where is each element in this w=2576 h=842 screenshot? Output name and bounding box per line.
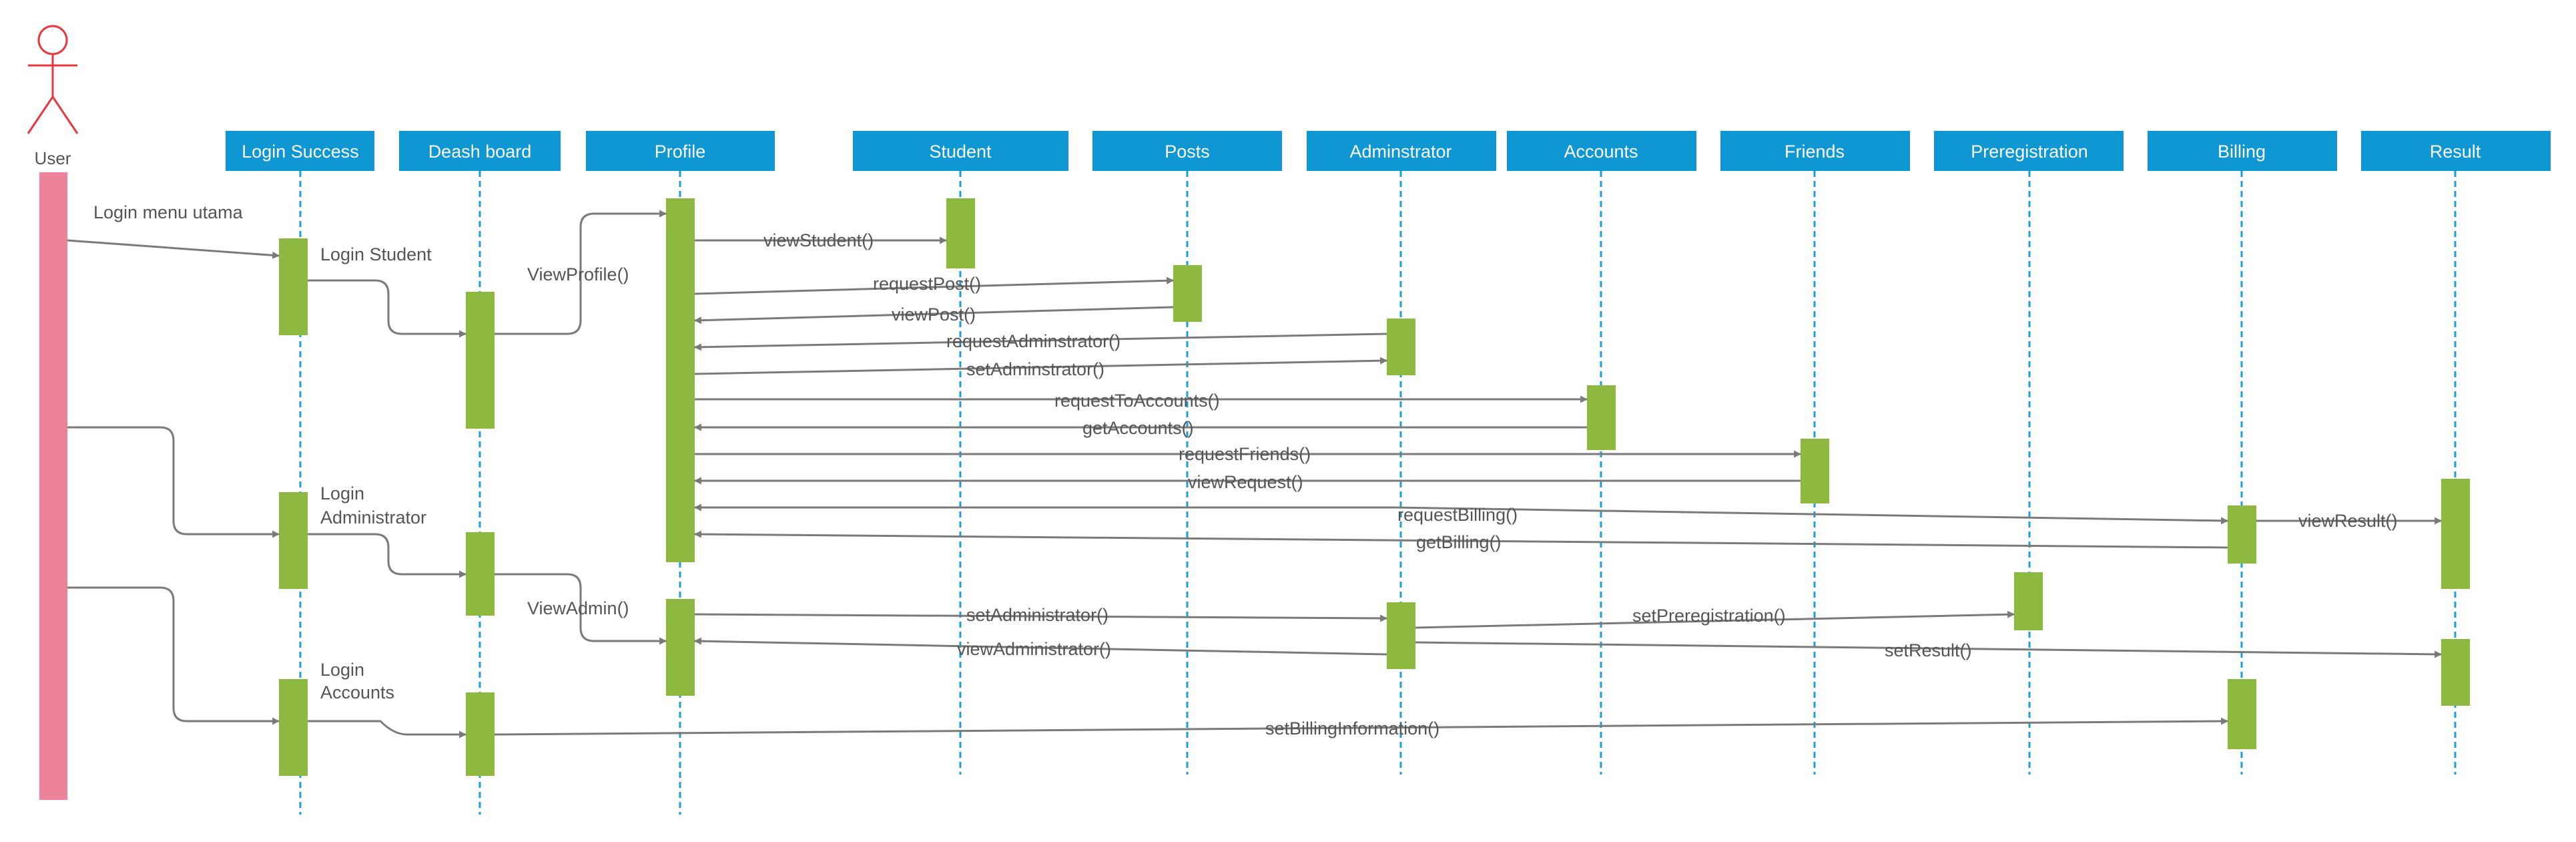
- arrow-login-student: [308, 279, 467, 338]
- label-request-adminstrator: requestAdminstrator(): [946, 331, 1120, 351]
- header-login-success: [226, 131, 374, 171]
- header-label-result: Result: [2430, 142, 2481, 162]
- label-view-student: viewStudent(): [763, 230, 874, 250]
- label-get-billing: getBilling(): [1416, 532, 1502, 552]
- arrow-view-admin: [495, 573, 667, 645]
- arrow-login-administrator-to-dashboard: [308, 533, 467, 578]
- actor-user: User: [27, 25, 79, 800]
- arrow-view-administrator: [693, 637, 1387, 656]
- activation-billing-2: [2228, 679, 2256, 749]
- label-set-administrator: setAdministrator(): [966, 605, 1108, 625]
- arrow-set-preregistration: [1415, 610, 2015, 629]
- activation-result-1: [2441, 479, 2470, 589]
- header-label-dashboard: Deash board: [428, 142, 532, 162]
- header-label-adminstrator: Adminstrator: [1349, 142, 1452, 162]
- arrow-view-post: [693, 306, 1174, 325]
- arrow-set-adminstrator: [694, 357, 1388, 375]
- activation-profile-1: [666, 198, 695, 562]
- label-request-friends: requestFriends(): [1179, 444, 1311, 464]
- activation-adminstrator-2: [1387, 602, 1415, 669]
- activation-dashboard-1: [466, 292, 495, 429]
- header-billing: [2148, 131, 2337, 171]
- activation-billing-1: [2228, 505, 2256, 564]
- label-login-accounts-line1: Login: [320, 660, 364, 680]
- activation-login-success-2: [279, 492, 308, 589]
- header-label-accounts: Accounts: [1564, 142, 1638, 162]
- activation-profile-2: [666, 599, 695, 696]
- activation-accounts: [1587, 385, 1616, 450]
- label-view-request: viewRequest(): [1188, 472, 1303, 492]
- stick-figure-icon: [27, 25, 79, 134]
- label-request-billing: requestBilling(): [1397, 505, 1518, 525]
- arrow-login-menu-utama: [67, 239, 280, 259]
- label-set-preregistration: setPreregistration(): [1632, 606, 1786, 626]
- label-view-result: viewResult(): [2298, 511, 2398, 531]
- label-login-administrator-line2: Administrator: [320, 507, 426, 528]
- header-label-login-success: Login Success: [242, 142, 359, 162]
- label-set-billing-information: setBillingInformation(): [1265, 718, 1439, 739]
- label-set-result: setResult(): [1885, 640, 1972, 660]
- label-login-accounts-line2: Accounts: [320, 682, 394, 702]
- header-label-friends: Friends: [1785, 142, 1845, 162]
- header-dashboard: [399, 131, 561, 171]
- actor-label: User: [35, 148, 71, 168]
- arrow-set-billing-information: [494, 717, 2229, 736]
- label-view-admin: ViewAdmin(): [527, 598, 629, 618]
- message-arrows: [67, 210, 2443, 739]
- header-adminstrator: [1307, 131, 1496, 171]
- arrow-set-administrator: [694, 613, 1388, 622]
- arrow-login-administrator: [67, 426, 280, 538]
- arrow-request-adminstrator: [693, 333, 1387, 351]
- activation-adminstrator-1: [1387, 319, 1415, 375]
- arrow-set-result: [1415, 641, 2443, 658]
- activation-posts: [1173, 265, 1202, 322]
- arrow-get-billing: [693, 530, 2228, 549]
- header-label-student: Student: [929, 142, 992, 162]
- header-posts: [1092, 131, 1282, 171]
- arrow-request-post: [694, 276, 1175, 295]
- header-label-posts: Posts: [1165, 142, 1210, 162]
- label-login-administrator-line1: Login: [320, 483, 364, 503]
- arrow-request-billing: [1388, 506, 2229, 525]
- activation-student: [946, 198, 975, 268]
- header-friends: [1720, 131, 1910, 171]
- header-label-billing: Billing: [2218, 142, 2266, 162]
- header-label-profile: Profile: [655, 142, 706, 162]
- label-login-student: Login Student: [320, 244, 432, 264]
- label-request-to-accounts: requestToAccounts(): [1054, 391, 1220, 411]
- arrow-view-profile: [495, 210, 667, 335]
- activation-result-2: [2441, 639, 2470, 706]
- label-request-post: requestPost(): [873, 274, 981, 294]
- activation-login-success-3: [279, 679, 308, 776]
- label-view-post: viewPost(): [892, 304, 976, 325]
- label-view-profile: ViewProfile(): [527, 264, 629, 284]
- header-accounts: [1507, 131, 1696, 171]
- label-view-administrator: viewAdministrator(): [957, 639, 1111, 659]
- activation-bars: [279, 198, 2470, 776]
- header-result: [2361, 131, 2551, 171]
- activation-dashboard-3: [466, 692, 495, 776]
- actor-activation-bar: [39, 172, 67, 800]
- activation-login-success-1: [279, 238, 308, 335]
- label-set-adminstrator: setAdminstrator(): [966, 359, 1104, 379]
- header-profile: [586, 131, 775, 171]
- header-preregistration: [1934, 131, 2124, 171]
- message-labels: Login menu utama Login Student ViewProfi…: [93, 202, 2398, 739]
- header-label-preregistration: Preregistration: [1971, 142, 2088, 162]
- header-student: [853, 131, 1068, 171]
- activation-preregistration: [2014, 572, 2043, 630]
- label-get-accounts: getAccounts(): [1082, 418, 1194, 438]
- arrow-login-accounts: [67, 586, 280, 725]
- label-login-menu-utama: Login menu utama: [93, 202, 244, 222]
- lifeline-headers: Login Success Deash board Profile Studen…: [226, 131, 2551, 171]
- arrow-login-accounts-to-dashboard: [308, 720, 467, 739]
- activation-friends: [1801, 439, 1829, 503]
- activation-dashboard-2: [466, 532, 495, 616]
